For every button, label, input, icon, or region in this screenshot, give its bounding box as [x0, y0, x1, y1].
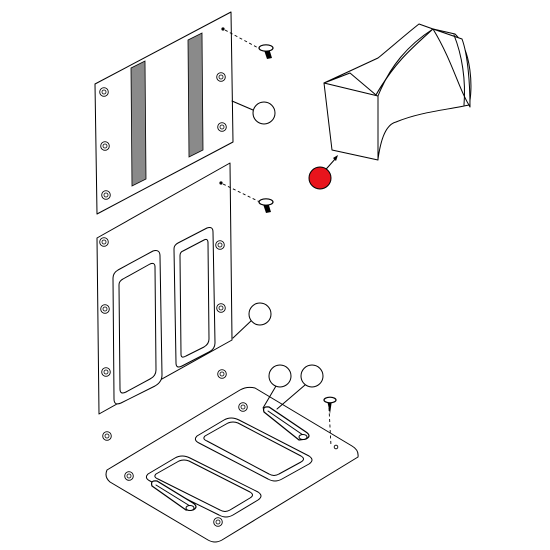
callout-base-tray-right[interactable] [276, 364, 324, 410]
callout-lower-plate[interactable] [232, 302, 272, 339]
callout-leader [231, 100, 254, 111]
grommet [100, 141, 110, 151]
upper-screw [224, 29, 274, 59]
upper-panel-strip-left [130, 60, 147, 187]
bottom-screw-dash [328, 407, 332, 447]
lower-panel-grommets [99, 237, 227, 441]
grommet [215, 240, 225, 250]
lower-panel [96, 162, 233, 441]
grommet [213, 517, 223, 527]
grommet [99, 87, 109, 97]
upper-panel-grommets [99, 72, 227, 200]
grommet [333, 444, 339, 450]
callout-leader [262, 385, 277, 409]
base-tray-grommets [124, 402, 339, 527]
grommet [124, 471, 134, 481]
callout-base-tray-left[interactable] [262, 364, 292, 409]
grommet [101, 367, 111, 377]
foam-block [323, 23, 472, 161]
grommet [216, 303, 226, 313]
base-tray-pad-left-inner [154, 459, 253, 512]
base-tray-pad-right-inner [203, 421, 304, 476]
callout-arrowhead [333, 155, 338, 161]
upper-panel-hole [221, 27, 225, 31]
callout-circle-active[interactable] [308, 166, 332, 190]
base-tray-strap-right [262, 406, 310, 441]
foam-block-edge [377, 28, 434, 97]
middle-screw-dash [222, 183, 263, 204]
grommet [217, 122, 227, 132]
grommet [217, 369, 227, 379]
callout-upper-plate[interactable] [231, 100, 276, 125]
lower-panel-hole [219, 181, 223, 185]
grommet [238, 402, 248, 412]
callout-circle[interactable] [300, 364, 324, 388]
callout-circle[interactable] [252, 101, 276, 125]
grommet [99, 237, 109, 247]
base-tray-strap-left [150, 480, 197, 511]
grommet [102, 431, 112, 441]
callout-leader [232, 319, 253, 339]
upper-screw-head [258, 44, 274, 52]
middle-screw-head [258, 198, 274, 206]
bottom-screw [323, 396, 337, 447]
base-tray-pad-right [194, 417, 313, 482]
lower-panel-pocket-left [112, 250, 163, 405]
upper-panel-strip-right [187, 32, 204, 158]
bottom-screw-head [323, 396, 337, 404]
lower-panel-pocket-right [173, 227, 216, 368]
callout-circle[interactable] [248, 302, 272, 326]
lower-panel-pocket-left-inner [118, 262, 157, 394]
upper-screw-dash [224, 29, 263, 51]
grommet [216, 72, 226, 82]
bottom-screw-shank [327, 400, 332, 414]
grommet [101, 190, 111, 200]
lower-panel-pocket-right-inner [179, 238, 210, 358]
middle-screw [222, 183, 274, 213]
foam-block-edge [453, 34, 465, 106]
foam-block-front [323, 82, 379, 161]
base-tray-plate [105, 386, 359, 543]
foam-block-side [432, 28, 471, 108]
callout-circle[interactable] [268, 364, 292, 388]
callout-leader [276, 384, 306, 410]
callout-foam-block[interactable] [308, 155, 338, 190]
base-tray-pad-left [145, 455, 262, 518]
upper-panel [94, 11, 234, 215]
base-tray [105, 386, 359, 543]
grommet [100, 304, 110, 314]
